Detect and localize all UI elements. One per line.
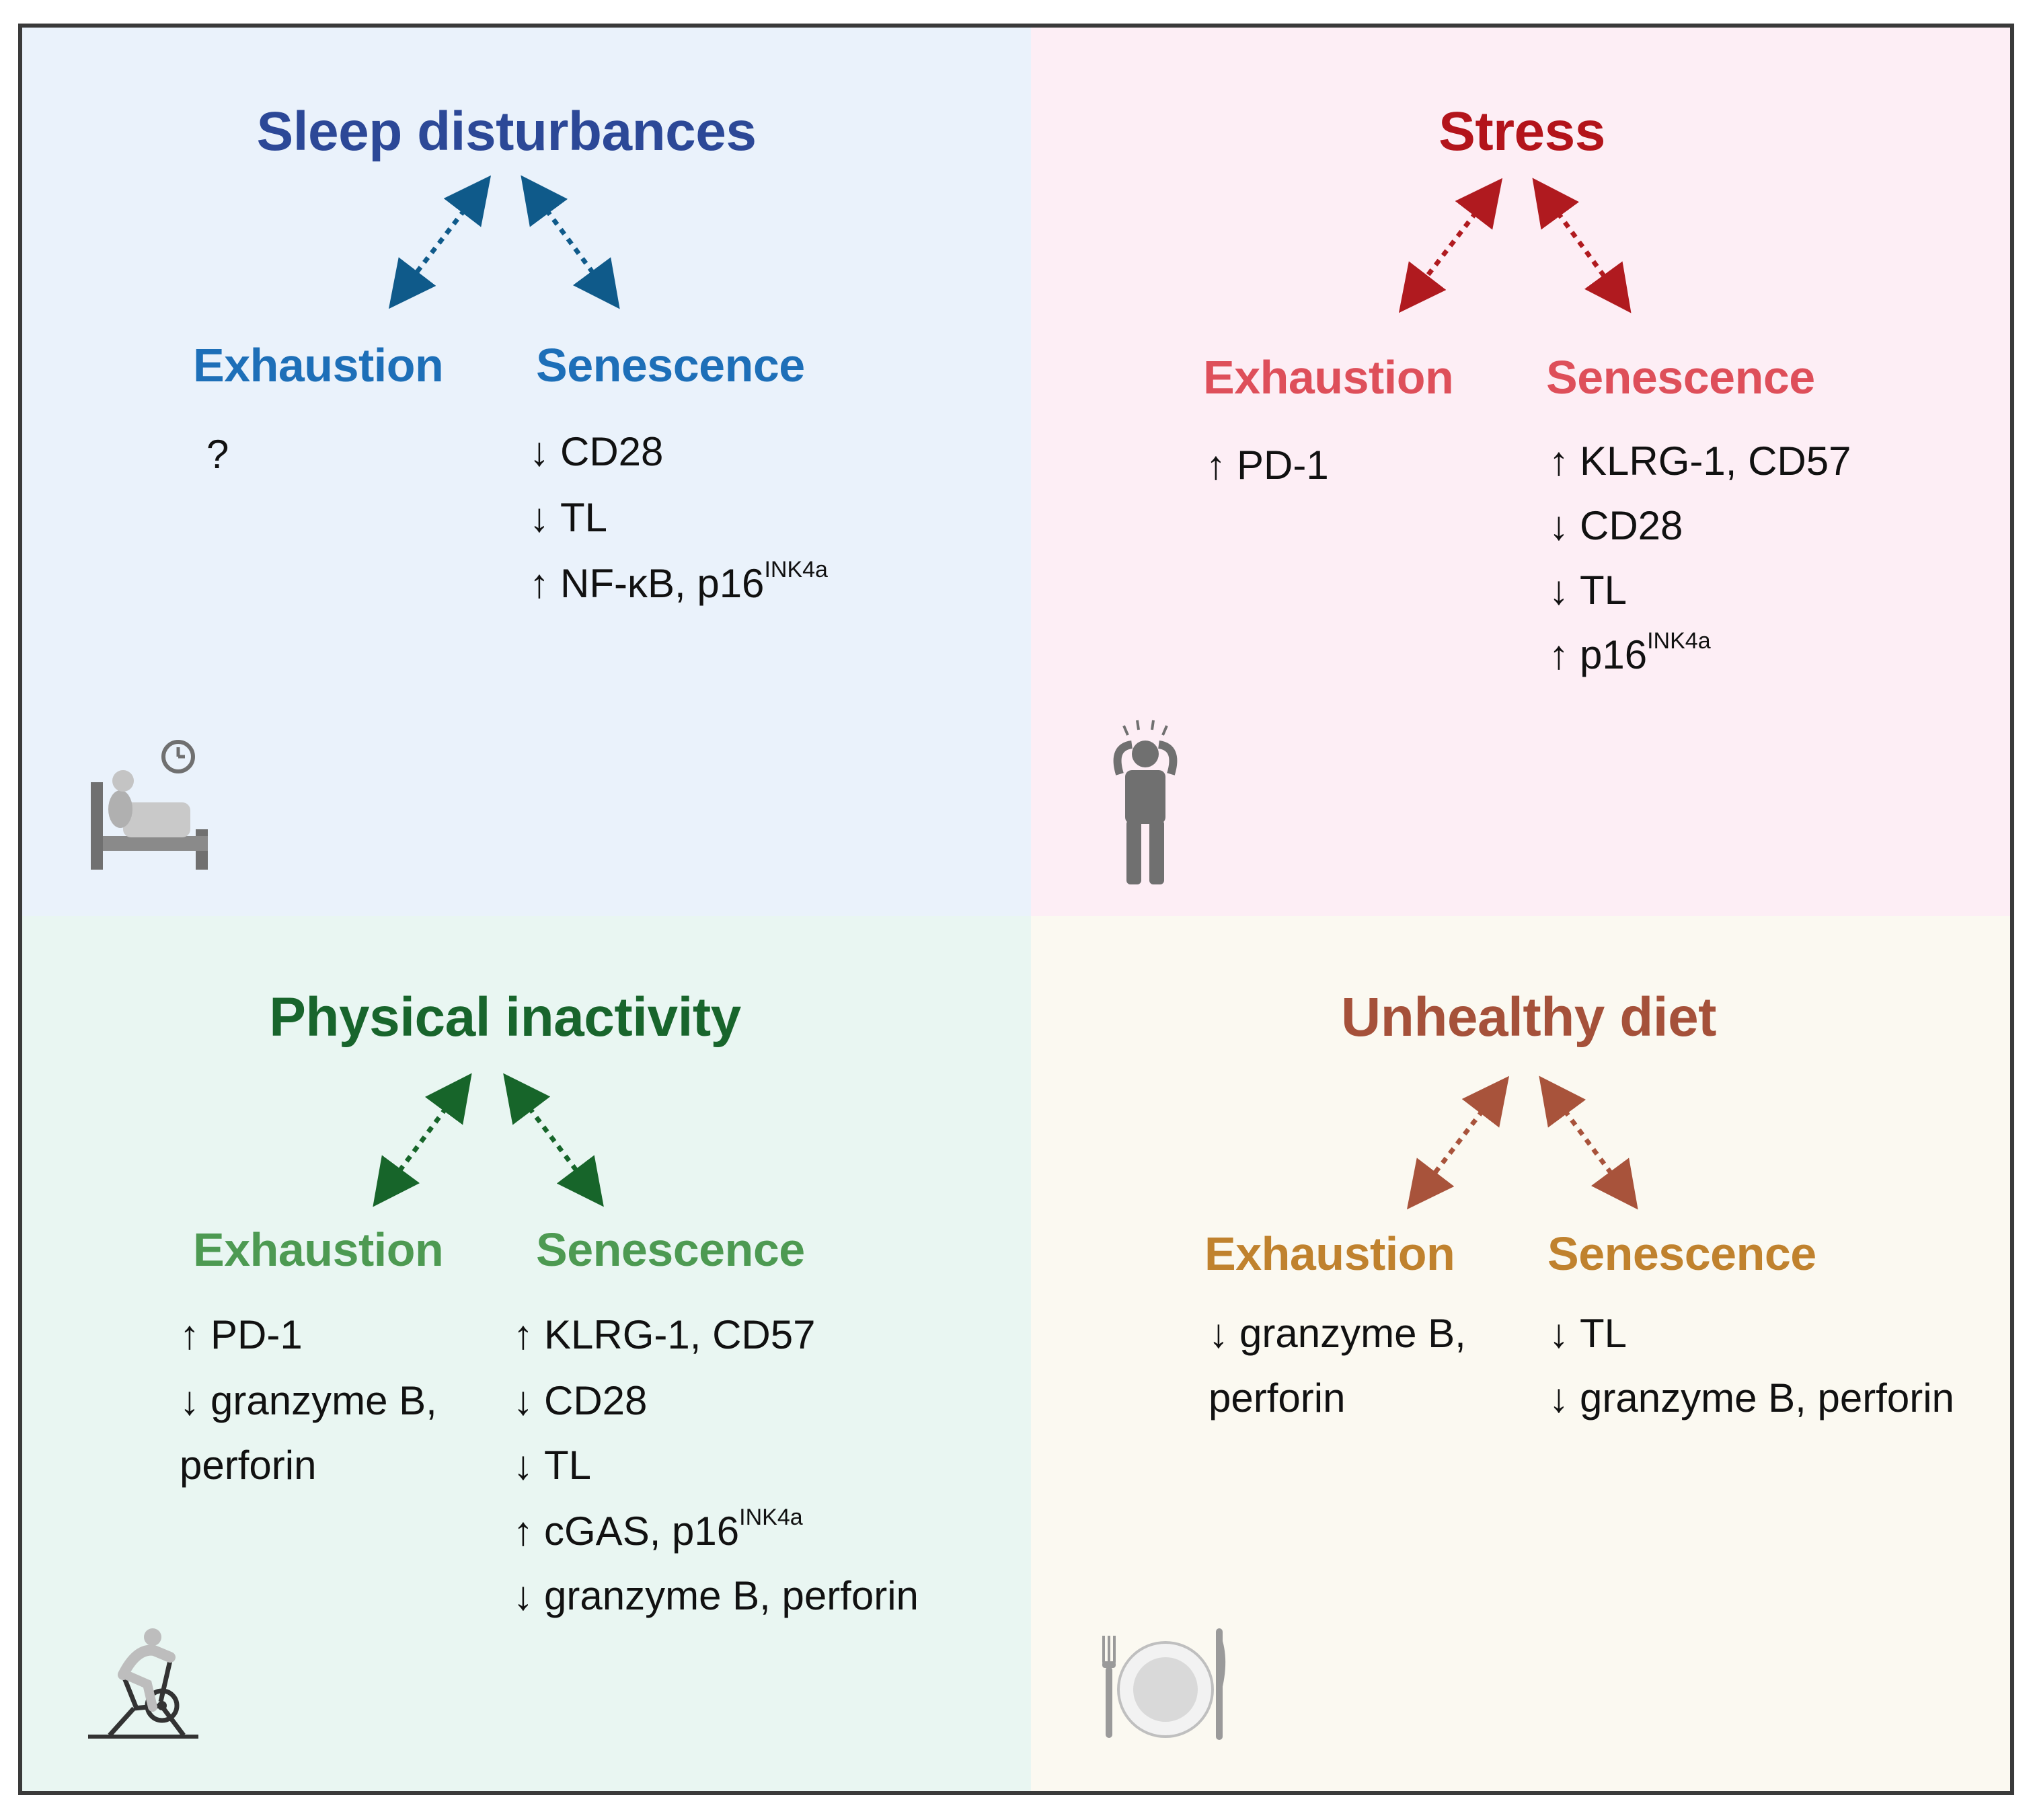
up-arrow-icon: ↑ xyxy=(513,1509,533,1554)
up-arrow-icon: ↑ xyxy=(529,561,549,606)
arrows-stress xyxy=(1398,178,1632,313)
list-item: ? xyxy=(206,432,229,477)
list-item: ↑KLRG-1, CD57 xyxy=(513,1312,816,1357)
list-item: ↓granzyme B, perforin xyxy=(1549,1375,1954,1420)
list-item: ↓CD28 xyxy=(1549,503,1683,548)
plate-and-cutlery-icon xyxy=(1102,1628,1226,1740)
up-arrow-icon: ↑ xyxy=(1206,443,1226,488)
quadrant-sleep-disturbances: Sleep disturbances Exhaustion Senescence… xyxy=(22,28,1031,916)
list-item: ↓TL xyxy=(529,495,608,540)
sleeping-in-bed-icon xyxy=(91,740,208,870)
list-item: ↓TL xyxy=(1549,568,1627,613)
double-arrow-left xyxy=(1406,1075,1510,1210)
arrows-physical xyxy=(373,1073,604,1207)
title-stress: Stress xyxy=(1439,101,1605,162)
figure-frame: Sleep disturbances Exhaustion Senescence… xyxy=(18,24,2014,1795)
double-arrow-right xyxy=(1539,1075,1638,1210)
down-arrow-icon: ↓ xyxy=(180,1378,200,1423)
double-arrow-right xyxy=(503,1073,604,1207)
heading-exhaustion: Exhaustion xyxy=(1203,351,1454,404)
heading-senescence: Senescence xyxy=(1547,1227,1816,1280)
double-arrow-left xyxy=(373,1073,472,1207)
heading-exhaustion: Exhaustion xyxy=(193,1223,444,1276)
down-arrow-icon: ↓ xyxy=(1549,568,1569,613)
list-item: ↓CD28 xyxy=(513,1378,648,1423)
down-arrow-icon: ↓ xyxy=(1549,503,1569,548)
quadrant-stress: Stress Exhaustion Senescence ↑PD-1 ↑KLRG… xyxy=(1031,28,2010,916)
list-item: ↓granzyme B, xyxy=(1209,1311,1466,1356)
title-sleep-disturbances: Sleep disturbances xyxy=(256,101,757,162)
heading-senescence: Senescence xyxy=(536,339,805,391)
down-arrow-icon: ↓ xyxy=(1209,1311,1229,1356)
heading-exhaustion: Exhaustion xyxy=(1204,1227,1455,1280)
double-arrow-left xyxy=(1398,178,1503,313)
down-arrow-icon: ↓ xyxy=(529,495,549,540)
list-item: perforin xyxy=(180,1443,317,1488)
list-item: ↑PD-1 xyxy=(180,1312,303,1357)
list-item: ↓TL xyxy=(513,1443,592,1488)
arrows-sleep xyxy=(388,175,620,309)
list-item: ↑PD-1 xyxy=(1206,443,1329,488)
list-item: ↑p16INK4a xyxy=(1549,628,1711,677)
down-arrow-icon: ↓ xyxy=(1549,1311,1569,1356)
list-item: ↓CD28 xyxy=(529,429,664,474)
exercise-bike-icon xyxy=(88,1628,198,1739)
down-arrow-icon: ↓ xyxy=(1549,1375,1569,1420)
up-arrow-icon: ↑ xyxy=(513,1312,533,1357)
down-arrow-icon: ↓ xyxy=(529,429,549,474)
heading-exhaustion: Exhaustion xyxy=(193,339,444,391)
quadrant-physical-inactivity: Physical inactivity Exhaustion Senescenc… xyxy=(22,916,1031,1791)
heading-senescence: Senescence xyxy=(536,1223,805,1276)
down-arrow-icon: ↓ xyxy=(513,1378,533,1423)
title-unhealthy-diet: Unhealthy diet xyxy=(1341,987,1716,1048)
down-arrow-icon: ↓ xyxy=(513,1443,533,1488)
list-item: ↑NF-κB, p16INK4a xyxy=(529,557,828,606)
list-item: perforin xyxy=(1209,1375,1346,1420)
arrows-diet xyxy=(1406,1075,1638,1210)
double-arrow-right xyxy=(1532,178,1632,313)
double-arrow-left xyxy=(388,175,492,309)
list-item: ↑cGAS, p16INK4a xyxy=(513,1505,803,1554)
stressed-person-icon xyxy=(1113,720,1178,884)
list-item: ↓granzyme B, xyxy=(180,1378,437,1423)
list-item: ↑KLRG-1, CD57 xyxy=(1549,439,1851,484)
list-item: ↓granzyme B, perforin xyxy=(513,1573,919,1618)
list-item: ↓TL xyxy=(1549,1311,1627,1356)
up-arrow-icon: ↑ xyxy=(180,1312,200,1357)
heading-senescence: Senescence xyxy=(1546,351,1815,404)
double-arrow-right xyxy=(521,175,620,309)
up-arrow-icon: ↑ xyxy=(1549,632,1569,677)
down-arrow-icon: ↓ xyxy=(513,1573,533,1618)
up-arrow-icon: ↑ xyxy=(1549,439,1569,484)
quadrant-unhealthy-diet: Unhealthy diet Exhaustion Senescence ↓gr… xyxy=(1031,916,2010,1791)
title-physical-inactivity: Physical inactivity xyxy=(269,987,741,1048)
